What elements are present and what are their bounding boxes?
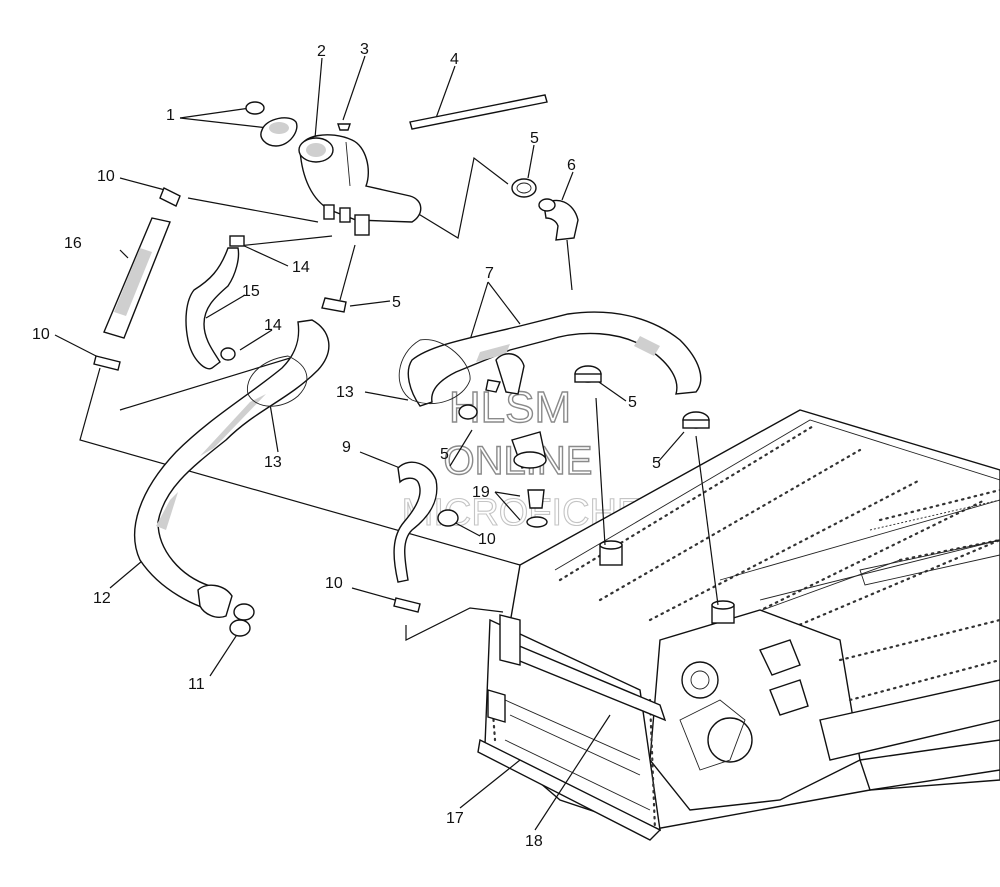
callout-11: 11 (188, 676, 205, 693)
callout-10-top: 10 (97, 168, 115, 185)
hose-clamp-right-1 (574, 365, 602, 383)
hose-clamp-lower (393, 597, 421, 613)
callout-14-top: 14 (292, 259, 310, 276)
elbow-hose (538, 198, 579, 241)
small-hose (185, 247, 240, 370)
hose-clamp-top (511, 178, 537, 198)
hose-clamp-mid (321, 297, 347, 313)
main-hose (133, 319, 330, 618)
callout-18: 18 (525, 833, 543, 850)
clamp-bottom (229, 603, 255, 637)
callout-5-right-2: 5 (652, 455, 661, 472)
leader-lines (54, 55, 719, 831)
callout-19: 19 (472, 484, 490, 501)
callout-4: 4 (450, 51, 459, 68)
thermostat-housing (511, 431, 547, 469)
fitting-lower (220, 347, 236, 361)
callout-9: 9 (342, 439, 351, 456)
callout-12: 12 (93, 590, 111, 607)
callout-5-right-1: 5 (628, 394, 637, 411)
callout-14-lower: 14 (264, 317, 282, 334)
fitting-top (229, 235, 245, 247)
callout-7: 7 (485, 265, 494, 282)
hose-clamp-right-2 (682, 411, 710, 429)
screw (337, 123, 351, 131)
hose-clamp-small-top (159, 187, 181, 207)
callout-2: 2 (317, 43, 326, 60)
callout-10-left: 10 (32, 326, 50, 343)
heat-exchanger-front (477, 614, 667, 841)
wire-loop-left (246, 355, 308, 407)
callout-16: 16 (64, 235, 82, 252)
radiator-cap (245, 101, 298, 147)
callout-17: 17 (446, 810, 464, 827)
callout-13-right: 13 (336, 384, 354, 401)
hose-clamp-left (93, 355, 121, 371)
callout-5-top: 5 (530, 130, 539, 147)
coolant-pipe (407, 311, 702, 407)
callout-1: 1 (166, 107, 175, 124)
mid-fittings (458, 353, 525, 420)
callouts: 1 2 3 4 5 6 10 16 14 15 5 7 10 14 13 5 5… (32, 41, 661, 850)
callout-5-mid-lower: 5 (440, 446, 449, 463)
callout-6: 6 (567, 157, 576, 174)
callout-15: 15 (242, 283, 260, 300)
callout-10-mid: 10 (478, 531, 496, 548)
bent-hose (393, 461, 459, 583)
callout-3: 3 (360, 41, 369, 58)
callout-10-lower: 10 (325, 575, 343, 592)
rod (409, 94, 548, 130)
straight-hose (103, 217, 171, 339)
expansion-tank (298, 134, 422, 236)
wire-loop-right (398, 339, 471, 405)
callout-13-left: 13 (264, 454, 282, 471)
callout-5-mid: 5 (392, 294, 401, 311)
thermostat (526, 489, 548, 528)
